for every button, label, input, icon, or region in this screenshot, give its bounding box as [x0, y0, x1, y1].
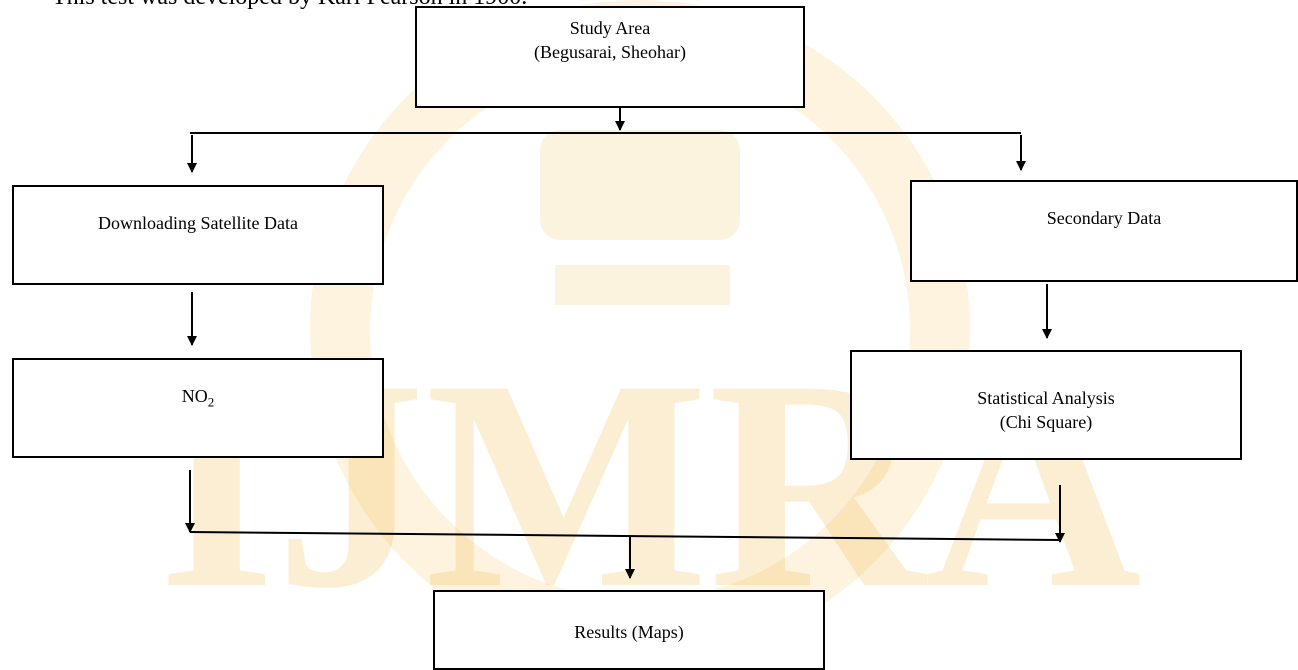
intro-text: This test was developed by Karl Pearson … [52, 0, 527, 11]
results-label: Results (Maps) [574, 622, 684, 642]
no2-label-subscript: 2 [207, 394, 215, 410]
merge-horizontal-line [189, 531, 1061, 541]
study-area-title: Study Area [569, 18, 651, 38]
downloading-satellite-data-box: Downloading Satellite Data [12, 185, 384, 285]
statistical-analysis-title: Statistical Analysis [977, 388, 1115, 408]
no2-box: NO2 [12, 358, 384, 458]
secondary-data-box: Secondary Data [910, 180, 1298, 282]
study-area-box: Study Area (Begusarai, Sheohar) [415, 6, 805, 108]
no2-label-main: NO [181, 386, 208, 406]
secondary-data-label: Secondary Data [1046, 208, 1162, 228]
statistical-analysis-box: Statistical Analysis (Chi Square) [850, 350, 1242, 460]
flowchart-connectors [185, 88, 1065, 579]
study-area-subtitle: (Begusarai, Sheohar) [534, 42, 686, 62]
results-box: Results (Maps) [433, 590, 825, 670]
downloading-satellite-data-label: Downloading Satellite Data [98, 213, 298, 233]
statistical-analysis-subtitle: (Chi Square) [999, 412, 1093, 432]
no2-label: NO2 [14, 384, 382, 415]
